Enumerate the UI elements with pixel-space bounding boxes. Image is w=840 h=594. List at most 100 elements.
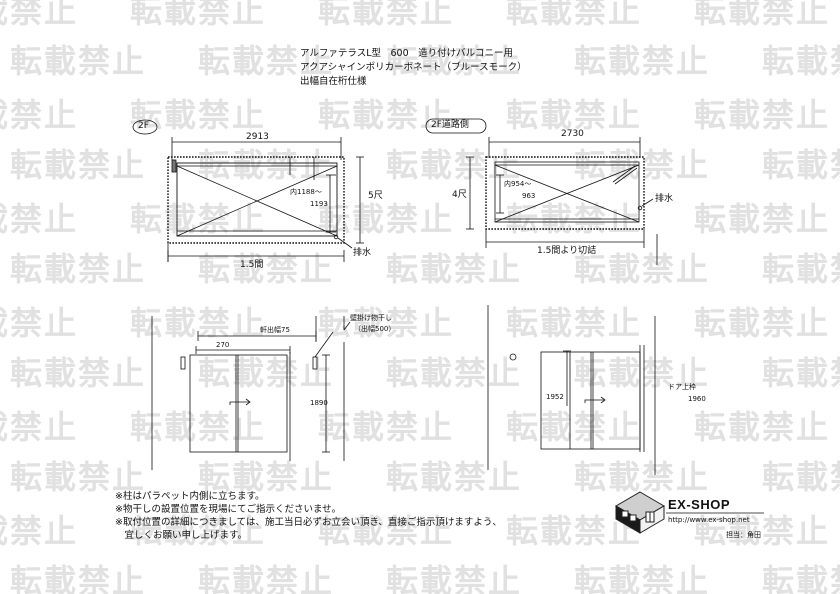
watermark-text: 転載禁止 [0,512,78,550]
watermark-text: 転載禁止 [130,0,266,30]
watermark-text: 転載禁止 [0,408,78,446]
note-2: ※物干しの設置位置を現場にてご指示くださいませ。 [115,504,342,515]
watermark-text: 転載禁止 [506,304,642,342]
watermark-text: 転載禁止 [10,250,146,288]
plan-left [132,119,364,262]
watermark-text: 転載禁止 [0,304,78,342]
watermark-text: 転載禁止 [10,42,146,80]
plan-right-drain: 排水 [655,194,674,204]
watermark-text: 転載禁止 [318,304,454,342]
parapet-outline [485,156,645,230]
watermark-text: 転載禁止 [506,0,642,30]
post-left [171,159,177,173]
roof-frame [176,162,338,237]
watermark-text: 転載禁止 [130,96,266,134]
watermark-text: 転載禁止 [506,96,642,134]
badge-road-side: 2F道路側 [431,120,469,130]
plan-right-inner-2: 963 [522,192,536,200]
watermark-text: 転載禁止 [0,200,78,238]
elev-left-eave: 軒出幅75 [260,326,290,334]
badge-road-outline [425,118,487,134]
watermark-text: 転載禁止 [198,458,334,496]
plan-right [425,118,658,265]
title-line-1: アルファテラスL型 600 造り付けバルコニー用 [300,48,513,59]
elev-left-height: 1890 [310,399,328,407]
logo-cube-icon [615,491,665,534]
plan-left-drain: 排水 [353,248,372,258]
slide-arrow [584,399,605,403]
watermark-text: 転載禁止 [762,354,840,392]
watermark-text: 転載禁止 [0,0,78,30]
watermark-text: 転載禁止 [386,250,522,288]
title-line-2: アクアシャインポリカーボネート（ブルースモーク） [300,62,527,73]
plan-right-width: 2730 [561,129,584,139]
elev-left-hanger-2: （出幅500） [354,325,396,333]
watermark-text: 転載禁止 [10,354,146,392]
watermark-text: 転載禁止 [694,0,830,30]
slide-arrow [229,401,250,405]
plan-left-inner: 内1188～ [290,188,322,196]
title-line-3: 出幅自在桁仕様 [300,76,367,87]
note-3: ※取付位置の詳細につきましては、施工当日必ずお立会い頂き、直接ご指示頂けますよう… [115,517,502,528]
elevation-right [487,305,656,475]
note-1: ※柱はパラペット内側に立ちます。 [115,491,265,502]
watermark-text: 転載禁止 [762,42,840,80]
watermark-text: 転載禁止 [318,200,454,238]
brand-url: http://www.ex-shop.net [668,516,750,524]
watermark-text: 転載禁止 [10,146,146,184]
watermark-text: 転載禁止 [10,458,146,496]
elevation-left [151,316,351,470]
watermark-text: 転載禁止 [318,512,454,550]
plan-left-depth: 5尺 [368,191,383,201]
parapet-outline [167,156,345,244]
watermark-text: 転載禁止 [762,146,840,184]
watermark-text: 転載禁止 [694,96,830,134]
watermark-text: 転載禁止 [130,200,266,238]
watermark-text: 転載禁止 [318,408,454,446]
watermark-text: 転載禁止 [386,42,522,80]
watermark-text: 転載禁止 [318,0,454,30]
window-frame [189,354,288,453]
watermark-text: 転載禁止 [386,354,522,392]
watermark-text: 転載禁止 [130,512,266,550]
watermark-text: 転載禁止 [0,96,78,134]
watermark-text: 転載禁止 [318,96,454,134]
watermark-text: 転載禁止 [694,304,830,342]
fixture-circle [509,353,517,361]
clothes-hanger [312,356,318,370]
watermark-text: 転載禁止 [386,458,522,496]
watermark-text: 転載禁止 [574,354,710,392]
watermark-text: 転載禁止 [762,458,840,496]
watermark-text: 転載禁止 [198,354,334,392]
plan-left-width: 2913 [246,132,269,142]
watermark-text: 転載禁止 [694,408,830,446]
watermark-text: 転載禁止 [506,408,642,446]
drain-mark [333,234,339,240]
elev-left-hanger: 壁掛け物干し [350,314,392,322]
elev-left-dim: 270 [216,341,230,349]
watermark-text: 転載禁止 [694,200,830,238]
plan-left-span: 1.5間 [240,260,264,270]
watermark-text: 転載禁止 [198,42,334,80]
watermark-text: 転載禁止 [10,562,146,594]
watermark-text: 転載禁止 [198,562,334,594]
drain-mark [637,205,643,211]
watermark-text: 転載禁止 [386,562,522,594]
elev-right-height: 1952 [546,393,564,401]
watermark-text: 転載禁止 [694,512,830,550]
plan-left-inner-2: 1193 [310,200,328,208]
note-4: 宜しくお願い申し上げます。 [115,530,248,541]
roof-diagonal-2 [494,164,640,223]
watermark-text: 転載禁止 [574,562,710,594]
watermark-text: 転載禁止 [762,250,840,288]
roof-frame [494,161,640,223]
watermark-text: 転載禁止 [574,250,710,288]
watermark-text: 転載禁止 [574,458,710,496]
watermark-text: 転載禁止 [762,562,840,594]
plan-right-inner: 内954～ [504,180,532,188]
roof-diagonal-2 [176,165,338,237]
elev-right-door-2: 1960 [688,395,706,403]
badge-2f: 2F [138,121,149,131]
